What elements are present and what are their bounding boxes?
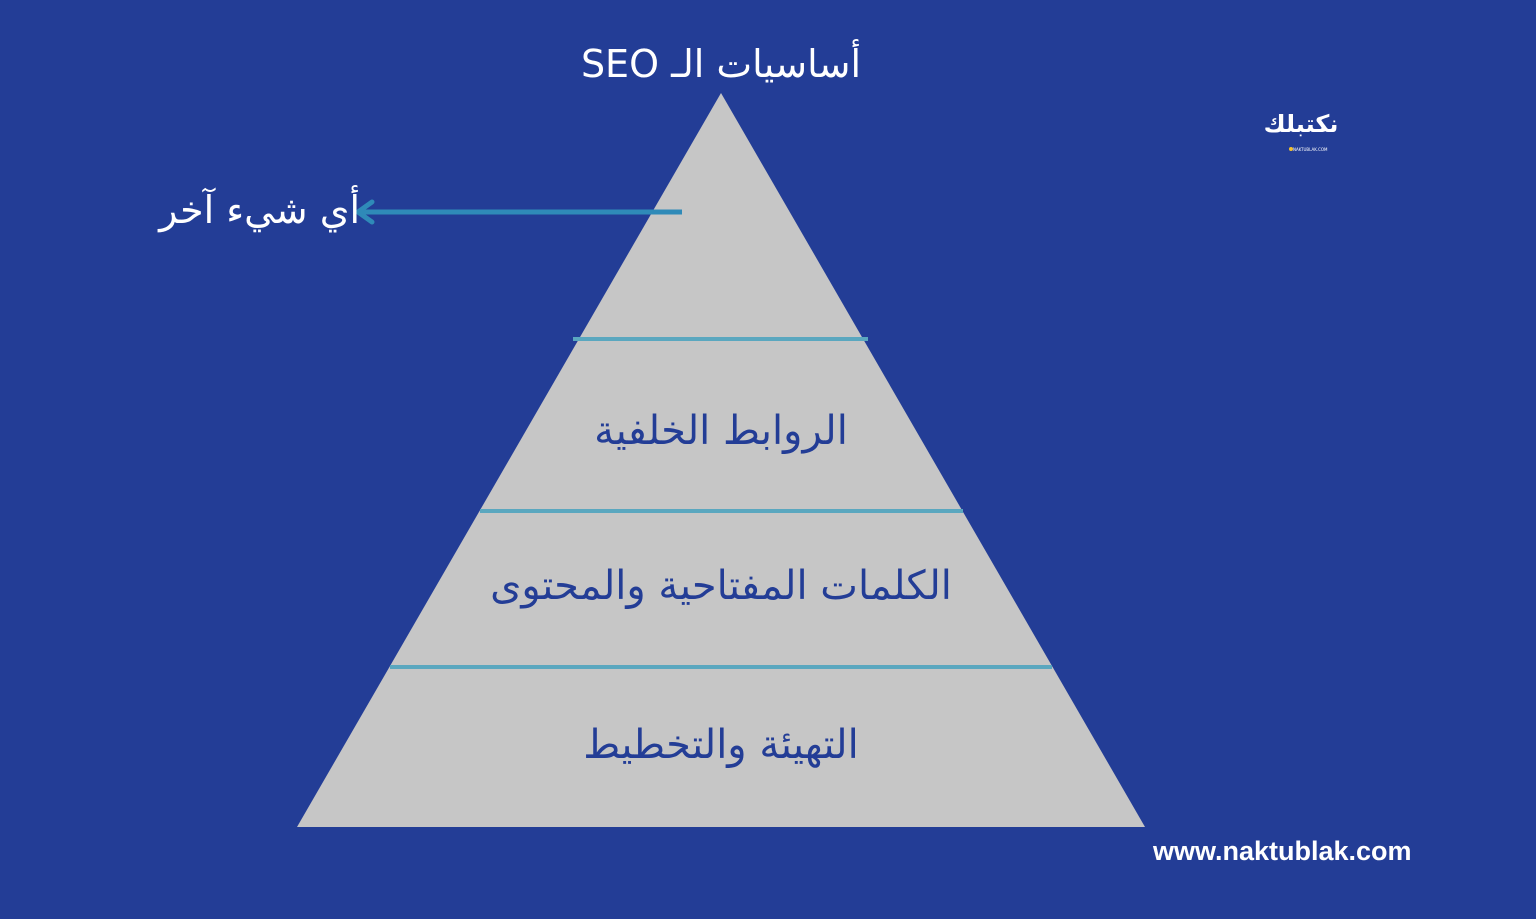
- level-setup-planning: التهيئة والتخطيط: [583, 722, 859, 768]
- brand-logo: نكتبلك NAKTUBLAK.COM: [1258, 110, 1348, 158]
- arrow-icon: [355, 199, 682, 225]
- level-backlinks: الروابط الخلفية: [594, 408, 848, 454]
- pointer-label: أي شيء آخر: [159, 188, 360, 232]
- logo-subtext: NAKTUBLAK.COM: [1293, 147, 1328, 152]
- website-url: www.naktublak.com: [1153, 836, 1412, 866]
- pyramid: [297, 93, 1145, 827]
- logo-text: نكتبلك: [1263, 110, 1339, 138]
- diagram-title: أساسيات الـ SEO: [580, 42, 862, 86]
- level-keywords-content: الكلمات المفتاحية والمحتوى: [490, 563, 952, 609]
- logo-dot-icon: [1289, 147, 1293, 151]
